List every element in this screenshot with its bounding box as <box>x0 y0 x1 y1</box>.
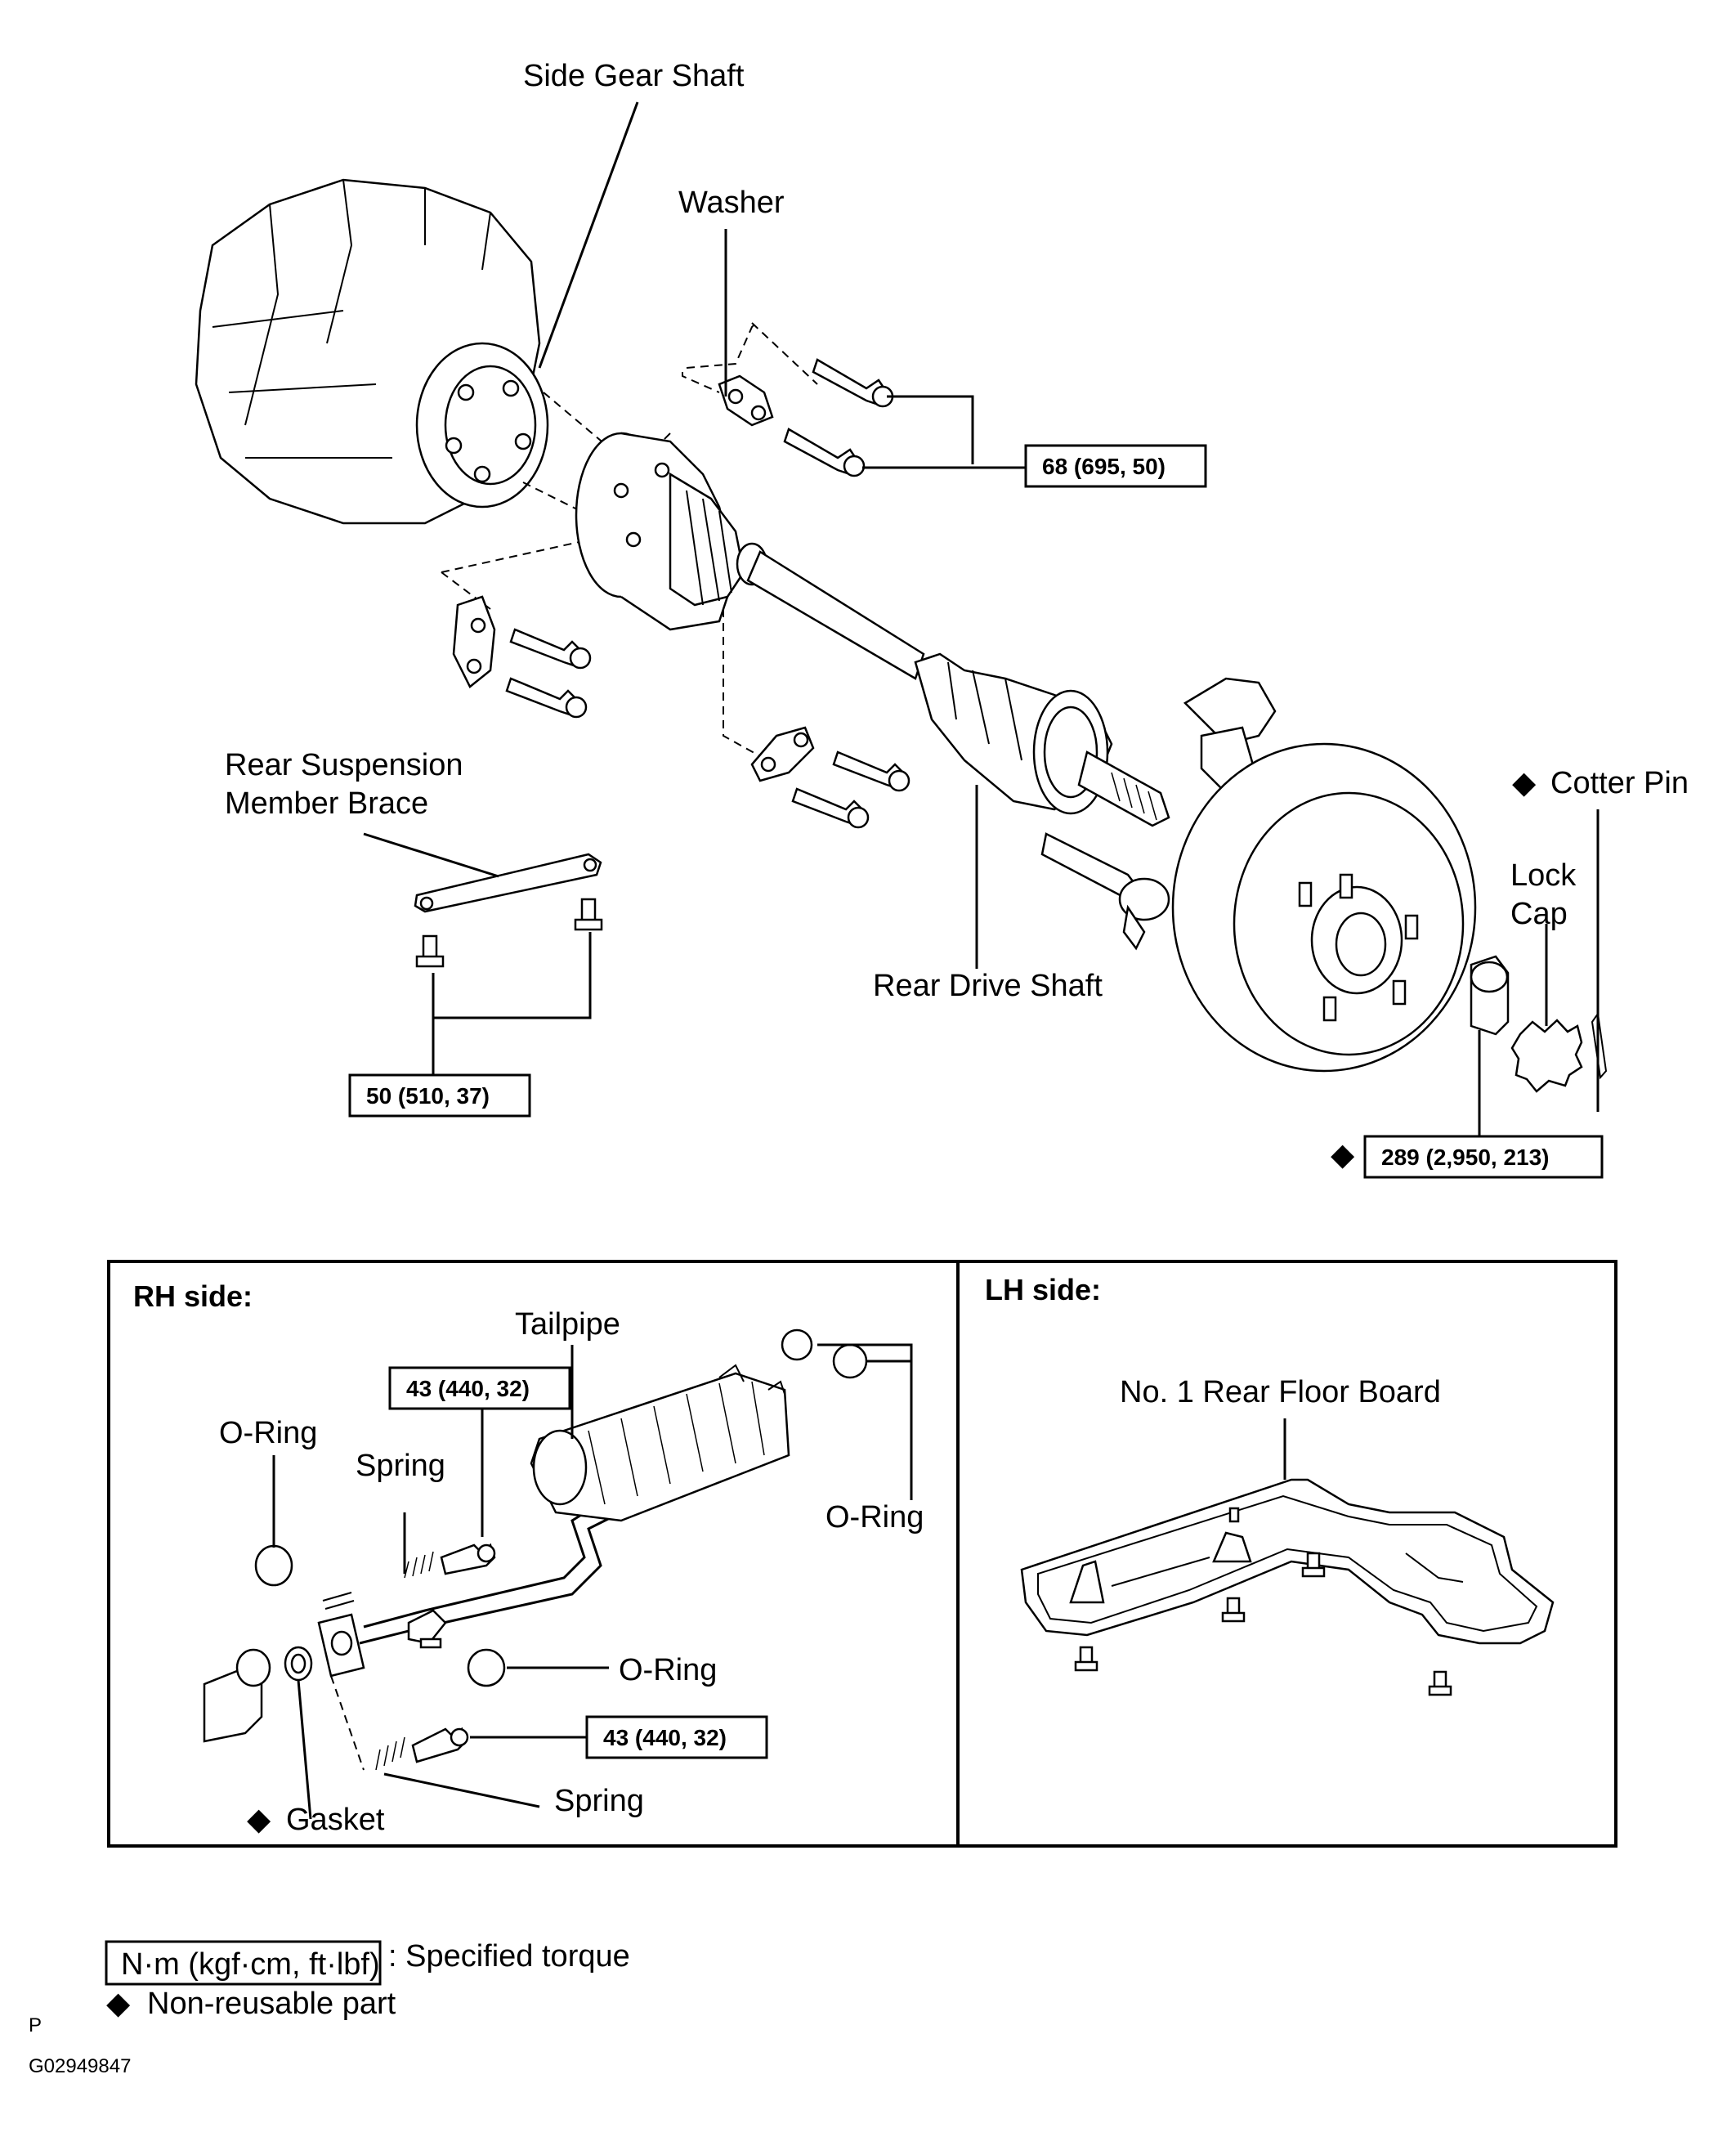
label-gasket: Gasket <box>286 1803 385 1837</box>
label-tailpipe: Tailpipe <box>515 1307 620 1342</box>
rh-leader-lines <box>272 1343 913 1820</box>
torque-box-50: 50 (510, 37) <box>348 1073 531 1118</box>
label-member-brace: Member Brace <box>225 786 428 821</box>
legend-torque-unit: N·m (kgf·cm, ft·lbf) <box>121 1947 380 1982</box>
label-cotter-pin: Cotter Pin <box>1550 766 1689 800</box>
suspension-member-brace <box>414 853 603 968</box>
rh-panel-title: RH side: <box>133 1279 253 1313</box>
label-spring-top: Spring <box>356 1449 445 1483</box>
lh-panel-title: LH side: <box>985 1273 1101 1306</box>
legend-torque-desc: : Specified torque <box>388 1939 630 1974</box>
torque-289-text: 289 (2,950, 213) <box>1381 1145 1550 1170</box>
legend-nonreusable-mark: ◆ <box>106 1987 131 2021</box>
label-oring-mid: O-Ring <box>619 1653 717 1687</box>
inboard-cv-joint <box>575 432 768 631</box>
hub-nut-parts <box>1470 955 1608 1093</box>
label-lock: Lock <box>1510 858 1577 893</box>
torque-43-top-text: 43 (440, 32) <box>406 1376 530 1401</box>
torque-box-68: 68 (695, 50) <box>1024 444 1207 488</box>
label-rear-drive-shaft: Rear Drive Shaft <box>873 969 1103 1003</box>
label-washer: Washer <box>678 186 785 220</box>
legend-nonreusable-text: Non-reusable part <box>147 1987 396 2021</box>
torque-box-43-bottom: 43 (440, 32) <box>585 1715 768 1759</box>
torque-43-bottom-text: 43 (440, 32) <box>603 1725 727 1750</box>
nonreusable-mark-cotter: ◆ <box>1512 766 1537 800</box>
label-rear-suspension: Rear Suspension <box>225 748 463 782</box>
label-cap: Cap <box>1510 897 1568 931</box>
torque-box-289: ◆ 289 (2,950, 213) <box>1331 1135 1604 1179</box>
bolts-lower-middle <box>750 726 911 829</box>
rear-floor-board <box>1020 1478 1555 1696</box>
label-floor-board: No. 1 Rear Floor Board <box>1120 1375 1441 1409</box>
footer-figure-id: G02949847 <box>29 2055 131 2077</box>
lower-panels-frame <box>107 1260 1617 1848</box>
differential-housing <box>195 178 549 525</box>
legend: N·m (kgf·cm, ft·lbf) : Specified torque … <box>105 1939 630 2021</box>
torque-68-text: 68 (695, 50) <box>1042 454 1166 479</box>
outboard-cv-joint <box>914 652 1170 827</box>
brake-disc-hub <box>1171 677 1477 1073</box>
rh-exhaust-parts <box>203 1328 868 1771</box>
torque-50-text: 50 (510, 37) <box>366 1083 490 1109</box>
nonreusable-mark-gasket: ◆ <box>247 1803 271 1837</box>
label-oring-left: O-Ring <box>219 1416 317 1450</box>
bolts-left <box>452 595 592 719</box>
footer-code-p: P <box>29 2014 42 2036</box>
axle-shaft <box>746 550 925 680</box>
label-side-gear-shaft: Side Gear Shaft <box>523 59 745 93</box>
label-spring-bottom: Spring <box>554 1784 644 1818</box>
leader-lines-upper <box>363 101 1600 1145</box>
legend-torque-box <box>105 1940 382 1986</box>
nonreusable-mark-nut: ◆ <box>1331 1138 1355 1172</box>
torque-box-43-top: 43 (440, 32) <box>388 1366 571 1410</box>
bolts-upper <box>718 358 894 477</box>
tie-rod <box>1040 832 1170 951</box>
label-oring-right: O-Ring <box>825 1500 924 1534</box>
